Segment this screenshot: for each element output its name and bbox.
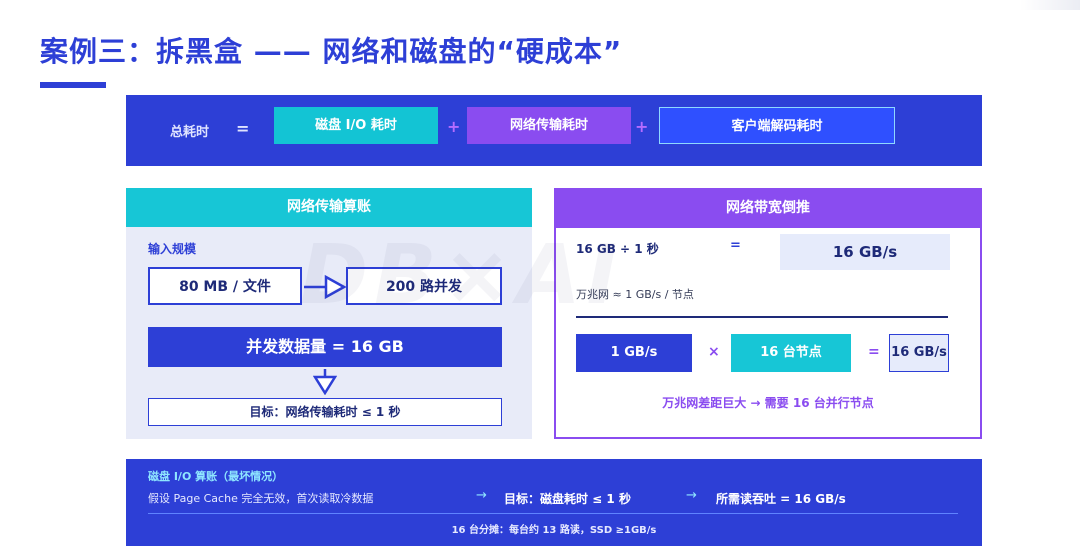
disk-io-divider bbox=[148, 513, 958, 514]
network-goal-box: 目标：网络传输耗时 ≤ 1 秒 bbox=[148, 398, 502, 426]
product-box: 16 GB/s bbox=[889, 334, 949, 372]
formula-equals: = bbox=[236, 119, 250, 138]
corner-decoration bbox=[1020, 0, 1080, 10]
arrow-right-icon: → bbox=[686, 488, 697, 503]
disk-io-bar: 磁盘 I/O 算账（最坏情况） 假设 Page Cache 完全无效，首次读取冷… bbox=[126, 459, 982, 546]
bandwidth-panel: 网络带宽倒推 16 GB ÷ 1 秒 = 16 GB/s 万兆网 ≈ 1 GB/… bbox=[554, 188, 982, 439]
bandwidth-result: 16 GB/s bbox=[780, 234, 950, 270]
formula-plus-2: + bbox=[635, 117, 649, 136]
network-time-box: 网络传输耗时 bbox=[467, 107, 631, 144]
disk-io-title: 磁盘 I/O 算账（最坏情况） bbox=[148, 470, 284, 483]
multiply-sign: × bbox=[708, 344, 720, 360]
client-decode-time-box: 客户端解码耗时 bbox=[659, 107, 895, 144]
network-calc-header: 网络传输算账 bbox=[126, 188, 532, 227]
disk-io-time-box: 磁盘 I/O 耗时 bbox=[274, 107, 438, 144]
file-size-box: 80 MB / 文件 bbox=[148, 267, 302, 305]
per-node-bandwidth-box: 1 GB/s bbox=[576, 334, 692, 372]
formula-total-label: 总耗时 bbox=[170, 125, 210, 140]
bandwidth-equals: = bbox=[730, 238, 741, 253]
arrow-right-icon: → bbox=[476, 488, 487, 503]
divider-line bbox=[576, 316, 948, 318]
page-title: 案例三：拆黑盒 —— 网络和磁盘的“硬成本” bbox=[40, 35, 623, 68]
formula-plus-1: + bbox=[447, 117, 461, 136]
arrow-down-icon bbox=[313, 369, 337, 395]
total-data-bar: 并发数据量 = 16 GB bbox=[148, 327, 502, 367]
watermark-logo: DB×AI bbox=[300, 228, 624, 323]
bandwidth-header: 网络带宽倒推 bbox=[554, 188, 982, 228]
bandwidth-equation: 16 GB ÷ 1 秒 bbox=[576, 242, 659, 256]
disk-io-note: 16 台分摊：每台约 13 路读，SSD ≥1GB/s bbox=[451, 525, 657, 536]
arrow-right-icon bbox=[304, 274, 346, 300]
input-scale-label: 输入规模 bbox=[148, 242, 197, 256]
product-equals: = bbox=[868, 344, 880, 360]
formula-bar: 总耗时 = 磁盘 I/O 耗时 + 网络传输耗时 + 客户端解码耗时 bbox=[126, 95, 982, 166]
bandwidth-conclusion: 万兆网差距巨大 → 需要 16 台并行节点 bbox=[662, 396, 874, 410]
disk-io-goal: 目标：磁盘耗时 ≤ 1 秒 bbox=[504, 492, 631, 506]
node-count-box: 16 台节点 bbox=[731, 334, 851, 372]
disk-io-throughput: 所需读吞吐 = 16 GB/s bbox=[716, 492, 846, 506]
ten-gig-note: 万兆网 ≈ 1 GB/s / 节点 bbox=[576, 288, 694, 301]
network-calc-panel: 网络传输算账 输入规模 80 MB / 文件 200 路并发 并发数据量 = 1… bbox=[126, 188, 532, 439]
concurrency-box: 200 路并发 bbox=[346, 267, 502, 305]
disk-io-assumption: 假设 Page Cache 完全无效，首次读取冷数据 bbox=[148, 492, 374, 505]
title-underline bbox=[40, 82, 106, 88]
